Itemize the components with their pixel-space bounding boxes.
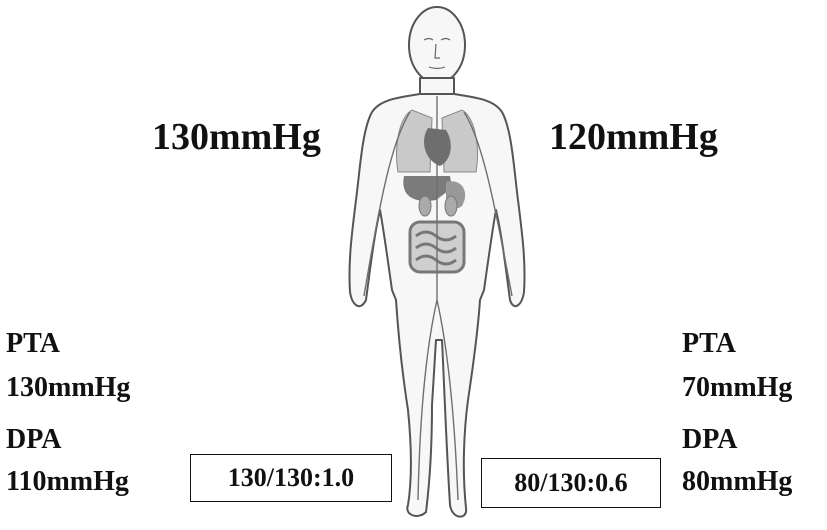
right-arm-pressure: 120mmHg bbox=[549, 118, 718, 156]
left-arm-pressure: 130mmHg bbox=[152, 118, 321, 156]
right-pta-value: 70mmHg bbox=[682, 374, 792, 402]
right-ankle-brachial-index-box: 80/130:0.6 bbox=[481, 458, 661, 508]
left-pta-value: 130mmHg bbox=[6, 374, 130, 402]
right-pta-label: PTA bbox=[682, 330, 736, 358]
right-dpa-label: DPA bbox=[682, 426, 737, 454]
left-pta-label: PTA bbox=[6, 330, 60, 358]
left-dpa-label: DPA bbox=[6, 426, 61, 454]
left-ankle-brachial-index-box: 130/130:1.0 bbox=[190, 454, 392, 502]
left-dpa-value: 110mmHg bbox=[6, 468, 129, 496]
right-dpa-value: 80mmHg bbox=[682, 468, 792, 496]
